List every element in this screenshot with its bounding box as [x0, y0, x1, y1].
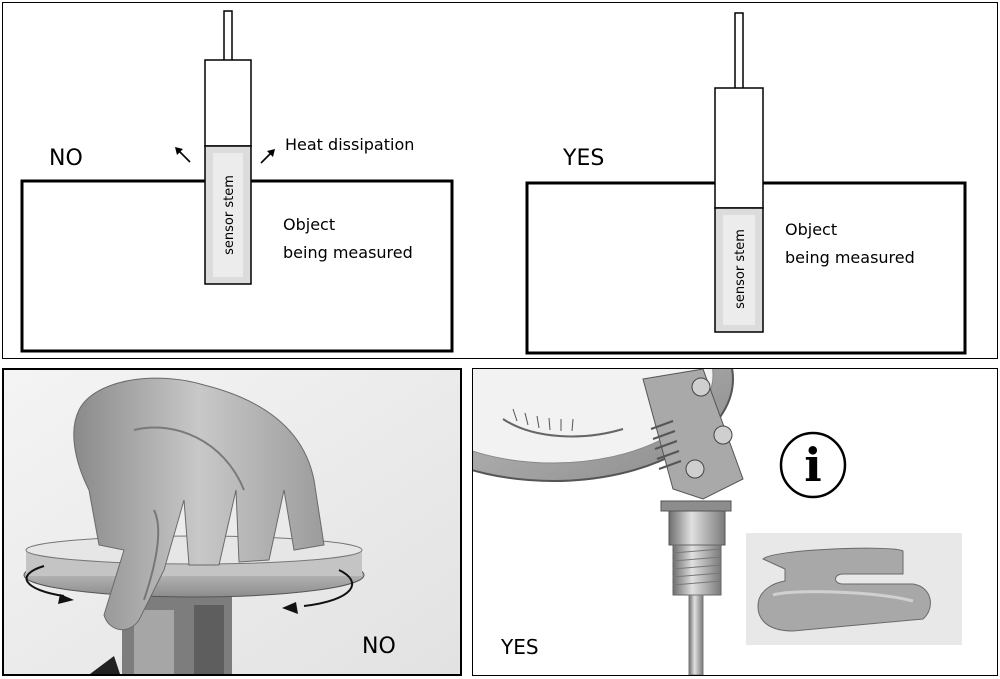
- wrench: [757, 547, 931, 632]
- heat-arrow-left-head: [175, 147, 183, 155]
- probe-stem: [688, 594, 704, 675]
- sensor-stem-inner-no: [213, 153, 243, 277]
- hand-twist-photo-panel: NO: [2, 368, 462, 676]
- object-label-no-line2: being measured: [283, 243, 413, 262]
- hand: [73, 377, 325, 630]
- stem-label-no: sensor stem: [222, 175, 237, 255]
- gauge-wrench-illustration: i: [473, 369, 962, 675]
- sensor-tip-yes: [734, 12, 744, 90]
- sensor-head-no: [204, 59, 252, 147]
- hex-nut: [668, 510, 726, 546]
- rotation-arrow-left: [25, 565, 65, 597]
- object-label-no-line1: Object: [283, 215, 336, 234]
- heat-dissipation-label: Heat dissipation: [285, 135, 415, 154]
- thread: [672, 544, 722, 596]
- rotation-arrow-right: [303, 569, 353, 607]
- info-icon-glyph: i: [804, 438, 821, 492]
- verdict-no-label: NO: [49, 146, 83, 171]
- immersion-diagram-svg: sensor stem sensor stem: [20, 10, 967, 355]
- info-icon: [779, 431, 847, 499]
- wrench-photo-panel: i YES: [472, 368, 998, 676]
- verdict-yes-photo-label: YES: [501, 635, 539, 659]
- sensor-head-yes: [714, 87, 764, 209]
- heat-arrow-right-head: [267, 149, 275, 157]
- immersion-diagram-panel: sensor stem sensor stem NO Heat dissipat…: [2, 2, 998, 359]
- sensor-stem-inner-yes: [723, 215, 755, 325]
- sensor-tip-no: [223, 10, 233, 62]
- hand-twist-illustration: [4, 370, 460, 674]
- object-label-yes-line2: being measured: [785, 248, 915, 267]
- verdict-no-photo-label: NO: [362, 634, 396, 659]
- verdict-yes-label: YES: [563, 146, 605, 171]
- object-label-yes-line1: Object: [785, 220, 838, 239]
- stem-label-yes: sensor stem: [733, 229, 748, 309]
